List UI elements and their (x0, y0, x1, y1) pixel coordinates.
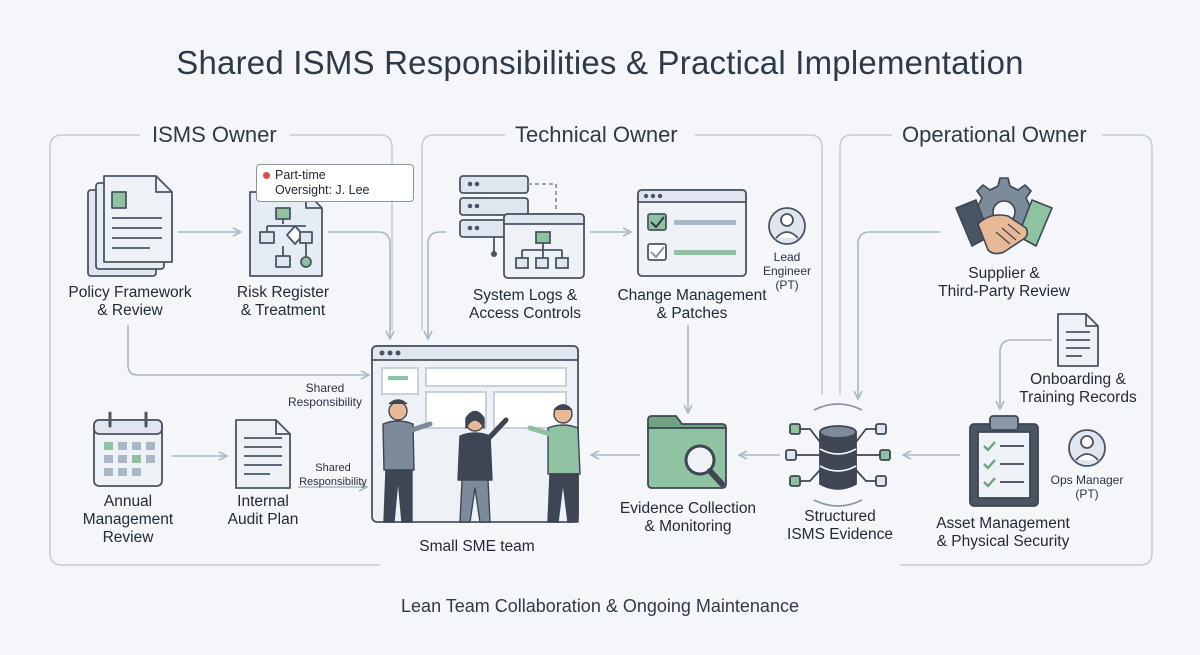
arrow-risk-to-team (328, 231, 390, 338)
ops-label-line-1: Ops Manager (1050, 473, 1124, 487)
change-label-line-2: & Patches (656, 305, 728, 322)
team-people-icon (382, 399, 581, 523)
frame-isms-owner-right (290, 134, 393, 330)
ops-manager-avatar (1068, 429, 1106, 467)
logs-label-line-1: System Logs & (472, 287, 578, 304)
logs-label: System Logs & Access Controls (450, 287, 600, 323)
shared-2-line-1: Shared (315, 462, 351, 474)
change-label-line-1: Change Management (617, 287, 767, 304)
shared-1-line-1: Shared (305, 381, 345, 395)
risk-note-line-1: Part-time (275, 168, 326, 182)
structured-label-line-2: ISMS Evidence (787, 526, 893, 543)
checklist-window-icon (637, 189, 747, 277)
audit-document-icon (235, 419, 291, 489)
risk-label: Risk Register & Treatment (208, 284, 358, 320)
annual-label-line-2: Management (82, 511, 174, 528)
audit-label: Internal Audit Plan (203, 493, 323, 529)
shared-responsibility-label-2: Shared Responsibility (290, 461, 376, 489)
onboarding-label: Onboarding & Training Records (1008, 371, 1148, 407)
team-label: Small SME team (419, 538, 535, 555)
frame-isms-owner (49, 134, 380, 566)
risk-flowchart-icon (249, 191, 323, 277)
section-technical-owner: Technical Owner (505, 122, 688, 148)
arrow-policy-to-team (127, 325, 368, 375)
structured-label: Structured ISMS Evidence (772, 508, 908, 544)
change-label: Change Management & Patches (606, 287, 778, 323)
section-operational-owner: Operational Owner (892, 122, 1097, 148)
handshake-gear-icon (955, 177, 1053, 255)
annual-label: Annual Management Review (60, 493, 196, 547)
evidence-label-line-1: Evidence Collection (619, 500, 757, 517)
frame-operational-owner-right (900, 134, 1153, 566)
lead-engineer-label: Lead Engineer (PT) (752, 250, 822, 292)
lead-label-line-3: (PT) (775, 278, 799, 292)
asset-label-line-2: & Physical Security (936, 533, 1070, 550)
supplier-label-line-1: Supplier & (968, 265, 1040, 282)
policy-document-icon (87, 175, 173, 277)
clipboard-icon (969, 415, 1039, 507)
policy-label-line-2: & Review (97, 302, 163, 319)
section-frames (49, 134, 1153, 566)
evidence-label: Evidence Collection & Monitoring (606, 500, 770, 536)
asset-label: Asset Management & Physical Security (918, 515, 1088, 551)
risk-oversight-note: Part-time Oversight: J. Lee (256, 164, 414, 202)
section-isms-owner: ISMS Owner (142, 122, 287, 148)
onboarding-label-line-1: Onboarding & (1030, 371, 1126, 388)
arrow-onboarding-to-structured (1000, 339, 1052, 408)
onboarding-document-icon (1057, 313, 1099, 367)
shared-2-line-2: Responsibility (299, 476, 367, 488)
frame-technical-owner (421, 134, 505, 330)
risk-label-line-1: Risk Register (236, 284, 330, 301)
footer-caption: Lean Team Collaboration & Ongoing Mainte… (401, 596, 799, 616)
structured-label-line-1: Structured (804, 508, 876, 525)
server-icon (459, 175, 585, 279)
connectors (127, 231, 1052, 487)
asset-label-line-1: Asset Management (936, 515, 1070, 532)
alert-dot-icon (263, 172, 270, 179)
lead-label-line-2: Engineer (762, 264, 812, 278)
page-title: Shared ISMS Responsibilities & Practical… (176, 44, 1024, 81)
arrow-logs-to-team (428, 231, 446, 338)
ops-label-line-2: (PT) (1075, 487, 1099, 501)
team-browser-window (371, 345, 579, 523)
lead-label-line-1: Lead (773, 250, 801, 264)
audit-label-line-2: Audit Plan (227, 511, 299, 528)
annual-label-line-3: Review (102, 529, 154, 546)
risk-note-line-2: Oversight: J. Lee (275, 183, 370, 197)
onboarding-label-line-2: Training Records (1019, 389, 1137, 406)
policy-label-line-1: Policy Framework (68, 284, 192, 301)
supplier-label: Supplier & Third-Party Review (924, 265, 1084, 301)
frame-operational-owner (839, 134, 892, 395)
lead-engineer-avatar (768, 207, 806, 245)
calendar-icon (93, 411, 163, 487)
shared-1-line-2: Responsibility (287, 395, 363, 409)
logs-label-line-2: Access Controls (469, 305, 581, 322)
shared-responsibility-label-1: Shared Responsibility (280, 381, 370, 409)
ops-manager-label: Ops Manager (PT) (1042, 473, 1132, 501)
arrow-supplier-to-structured (858, 231, 940, 398)
frame-technical-owner-right (695, 134, 823, 395)
risk-label-line-2: & Treatment (240, 302, 326, 319)
supplier-label-line-2: Third-Party Review (938, 283, 1070, 300)
annual-label-line-1: Annual (103, 493, 153, 510)
policy-label: Policy Framework & Review (50, 284, 210, 320)
evidence-label-line-2: & Monitoring (644, 518, 732, 535)
evidence-folder-icon (647, 415, 727, 489)
database-icon (785, 403, 891, 507)
audit-label-line-1: Internal (237, 493, 289, 510)
